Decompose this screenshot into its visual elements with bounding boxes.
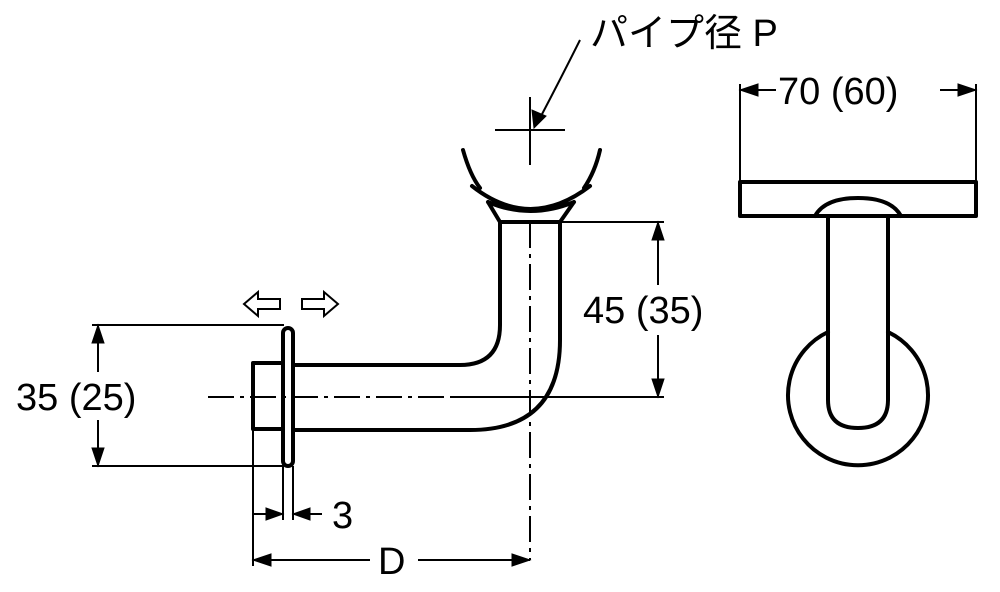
base-label: 35 (25) <box>16 377 136 419</box>
depth-dimension <box>251 429 532 567</box>
bracket-arm <box>291 220 562 432</box>
pipe-diameter-label: パイプ径 P <box>590 13 778 55</box>
right-adjust-arrow <box>301 289 340 319</box>
adjust-arrows <box>242 289 340 319</box>
depth-label: D <box>378 541 405 583</box>
saddle-plate <box>738 180 978 218</box>
width-label: 70 (60) <box>778 71 898 113</box>
front-arm <box>826 214 890 430</box>
pipe-section <box>461 148 602 190</box>
saddle-boss <box>813 196 903 218</box>
front-view <box>738 180 978 468</box>
width-dimension <box>738 83 978 182</box>
front-base <box>786 330 930 468</box>
thickness-label: 3 <box>332 495 353 537</box>
thickness-dimension <box>252 466 322 521</box>
height-label: 45 (35) <box>583 290 703 332</box>
height-dimension <box>450 220 665 399</box>
saddle <box>470 184 592 224</box>
left-adjust-arrow <box>242 289 281 319</box>
side-view <box>208 97 602 560</box>
pipe-leader <box>531 39 581 130</box>
